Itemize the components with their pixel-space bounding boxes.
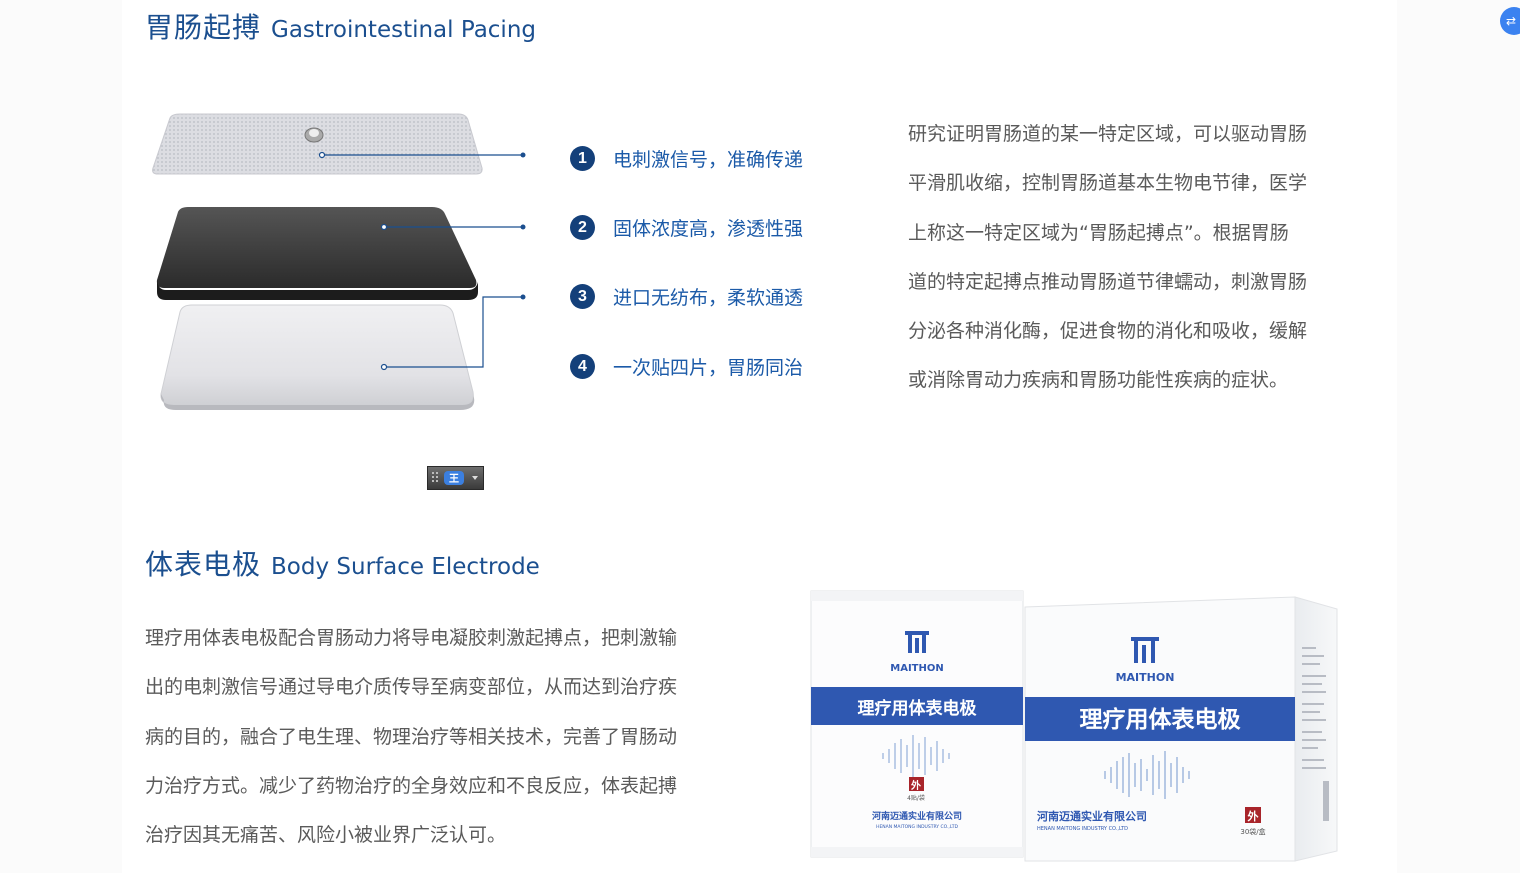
description-line: 研究证明胃肠道的某一特定区域，可以驱动胃肠 <box>908 123 1308 145</box>
description-line: 力治疗方式。减少了药物治疗的全身效应和不良反应，体表起搏 <box>145 774 678 797</box>
feature-item-2: 2 固体浓度高，渗透性强 <box>570 214 803 241</box>
feature-text: 一次贴四片，胃肠同治 <box>613 357 804 379</box>
product-packaging-image: 理疗用体表电极 MAITHON 河南迈通实业有限公司 HENAN MAITONG… <box>810 590 1338 862</box>
description-line: 道的特定起搏点推动胃肠道节律蠕动，刺激胃肠 <box>908 270 1308 293</box>
pouch-company: 河南迈通实业有限公司 <box>872 810 962 822</box>
section-title-zh: 体表电极 <box>145 548 262 581</box>
box-product-name: 理疗用体表电极 <box>1080 706 1241 733</box>
layer-nonwoven-fabric <box>160 304 475 410</box>
section-title-en: Body Surface Electrode <box>271 554 540 580</box>
electrode-description: 理疗用体表电极配合胃肠动力将导电凝胶刺激起搏点，把刺激输 出的电刺激信号通过导电… <box>145 614 677 860</box>
section-title-en: Gastrointestinal Pacing <box>271 17 536 43</box>
description-line: 治疗因其无痛苦、风险小被业界广泛认可。 <box>145 824 507 847</box>
description-line: 分泌各种消化酶，促进食物的消化和吸收，缓解 <box>908 320 1308 343</box>
section-title-electrode: 体表电极 Body Surface Electrode <box>145 543 540 583</box>
brand-logo <box>905 631 929 653</box>
description-line: 出的电刺激信号通过导电介质传导至病变部位，从而达到治疗疾 <box>145 676 678 699</box>
feature-text: 固体浓度高，渗透性强 <box>613 218 804 240</box>
box-external-mark: 外 <box>1247 809 1259 823</box>
box-brand: MAITHON <box>1116 671 1175 684</box>
pouch-product-name: 理疗用体表电极 <box>858 698 977 719</box>
feature-number-badge: 3 <box>570 284 595 309</box>
feature-item-3: 3 进口无纺布，柔软通透 <box>570 283 803 310</box>
electrode-layers-illustration <box>152 113 483 410</box>
box-side-text <box>1302 647 1329 821</box>
waveform-graphic <box>882 735 950 777</box>
box-company: 河南迈通实业有限公司 <box>1037 809 1147 823</box>
description-line: 平滑肌收缩，控制胃肠道基本生物电节律，医学 <box>908 172 1308 195</box>
brand-logo <box>1131 637 1159 663</box>
feature-text: 进口无纺布，柔软通透 <box>613 287 804 309</box>
pacing-description: 研究证明胃肠道的某一特定区域，可以驱动胃肠 平滑肌收缩，控制胃肠道基本生物电节律… <box>908 110 1307 406</box>
box-quantity: 30袋/盒 <box>1240 827 1265 836</box>
pouch-external-mark: 外 <box>910 779 921 792</box>
description-line: 病的目的，融合了电生理、物理治疗等相关技术，完善了胃肠动 <box>145 725 678 748</box>
translate-icon[interactable]: ⇄ <box>1500 7 1520 35</box>
input-toolbar-icon[interactable]: 王 <box>427 466 484 490</box>
feature-item-4: 4 一次贴四片，胃肠同治 <box>570 353 803 380</box>
product-pouch: 理疗用体表电极 MAITHON 外 4贴/袋 河南迈通实业有限公司 HENAN … <box>810 590 1024 858</box>
section-title-pacing: 胃肠起搏 Gastrointestinal Pacing <box>145 6 536 46</box>
layer-conductive-film <box>152 113 483 175</box>
description-line: 或消除胃动力疾病和胃肠功能性疾病的症状。 <box>908 369 1289 392</box>
description-line: 上称这一特定区域为“胃肠起搏点”。根据胃肠 <box>908 221 1289 244</box>
feature-number-badge: 2 <box>570 215 595 240</box>
pouch-brand: MAITHON <box>890 663 943 674</box>
svg-text:王: 王 <box>449 473 459 485</box>
box-company-en: HENAN MAITONG INDUSTRY CO.,LTD <box>1037 826 1128 832</box>
feature-item-1: 1 电刺激信号，准确传递 <box>570 145 803 172</box>
pouch-quantity: 4贴/袋 <box>907 794 925 802</box>
feature-number-badge: 4 <box>570 354 595 379</box>
feature-text: 电刺激信号，准确传递 <box>613 149 804 171</box>
description-line: 理疗用体表电极配合胃肠动力将导电凝胶刺激起搏点，把刺激输 <box>145 627 678 649</box>
section-title-zh: 胃肠起搏 <box>145 11 262 44</box>
pouch-company-en: HENAN MAITONG INDUSTRY CO.,LTD <box>876 824 958 830</box>
feature-number-badge: 1 <box>570 146 595 171</box>
waveform-graphic <box>1104 751 1190 799</box>
product-box: 理疗用体表电极 MAITHON 河南迈通实业有限公司 HENAN MAITONG… <box>1024 596 1338 862</box>
